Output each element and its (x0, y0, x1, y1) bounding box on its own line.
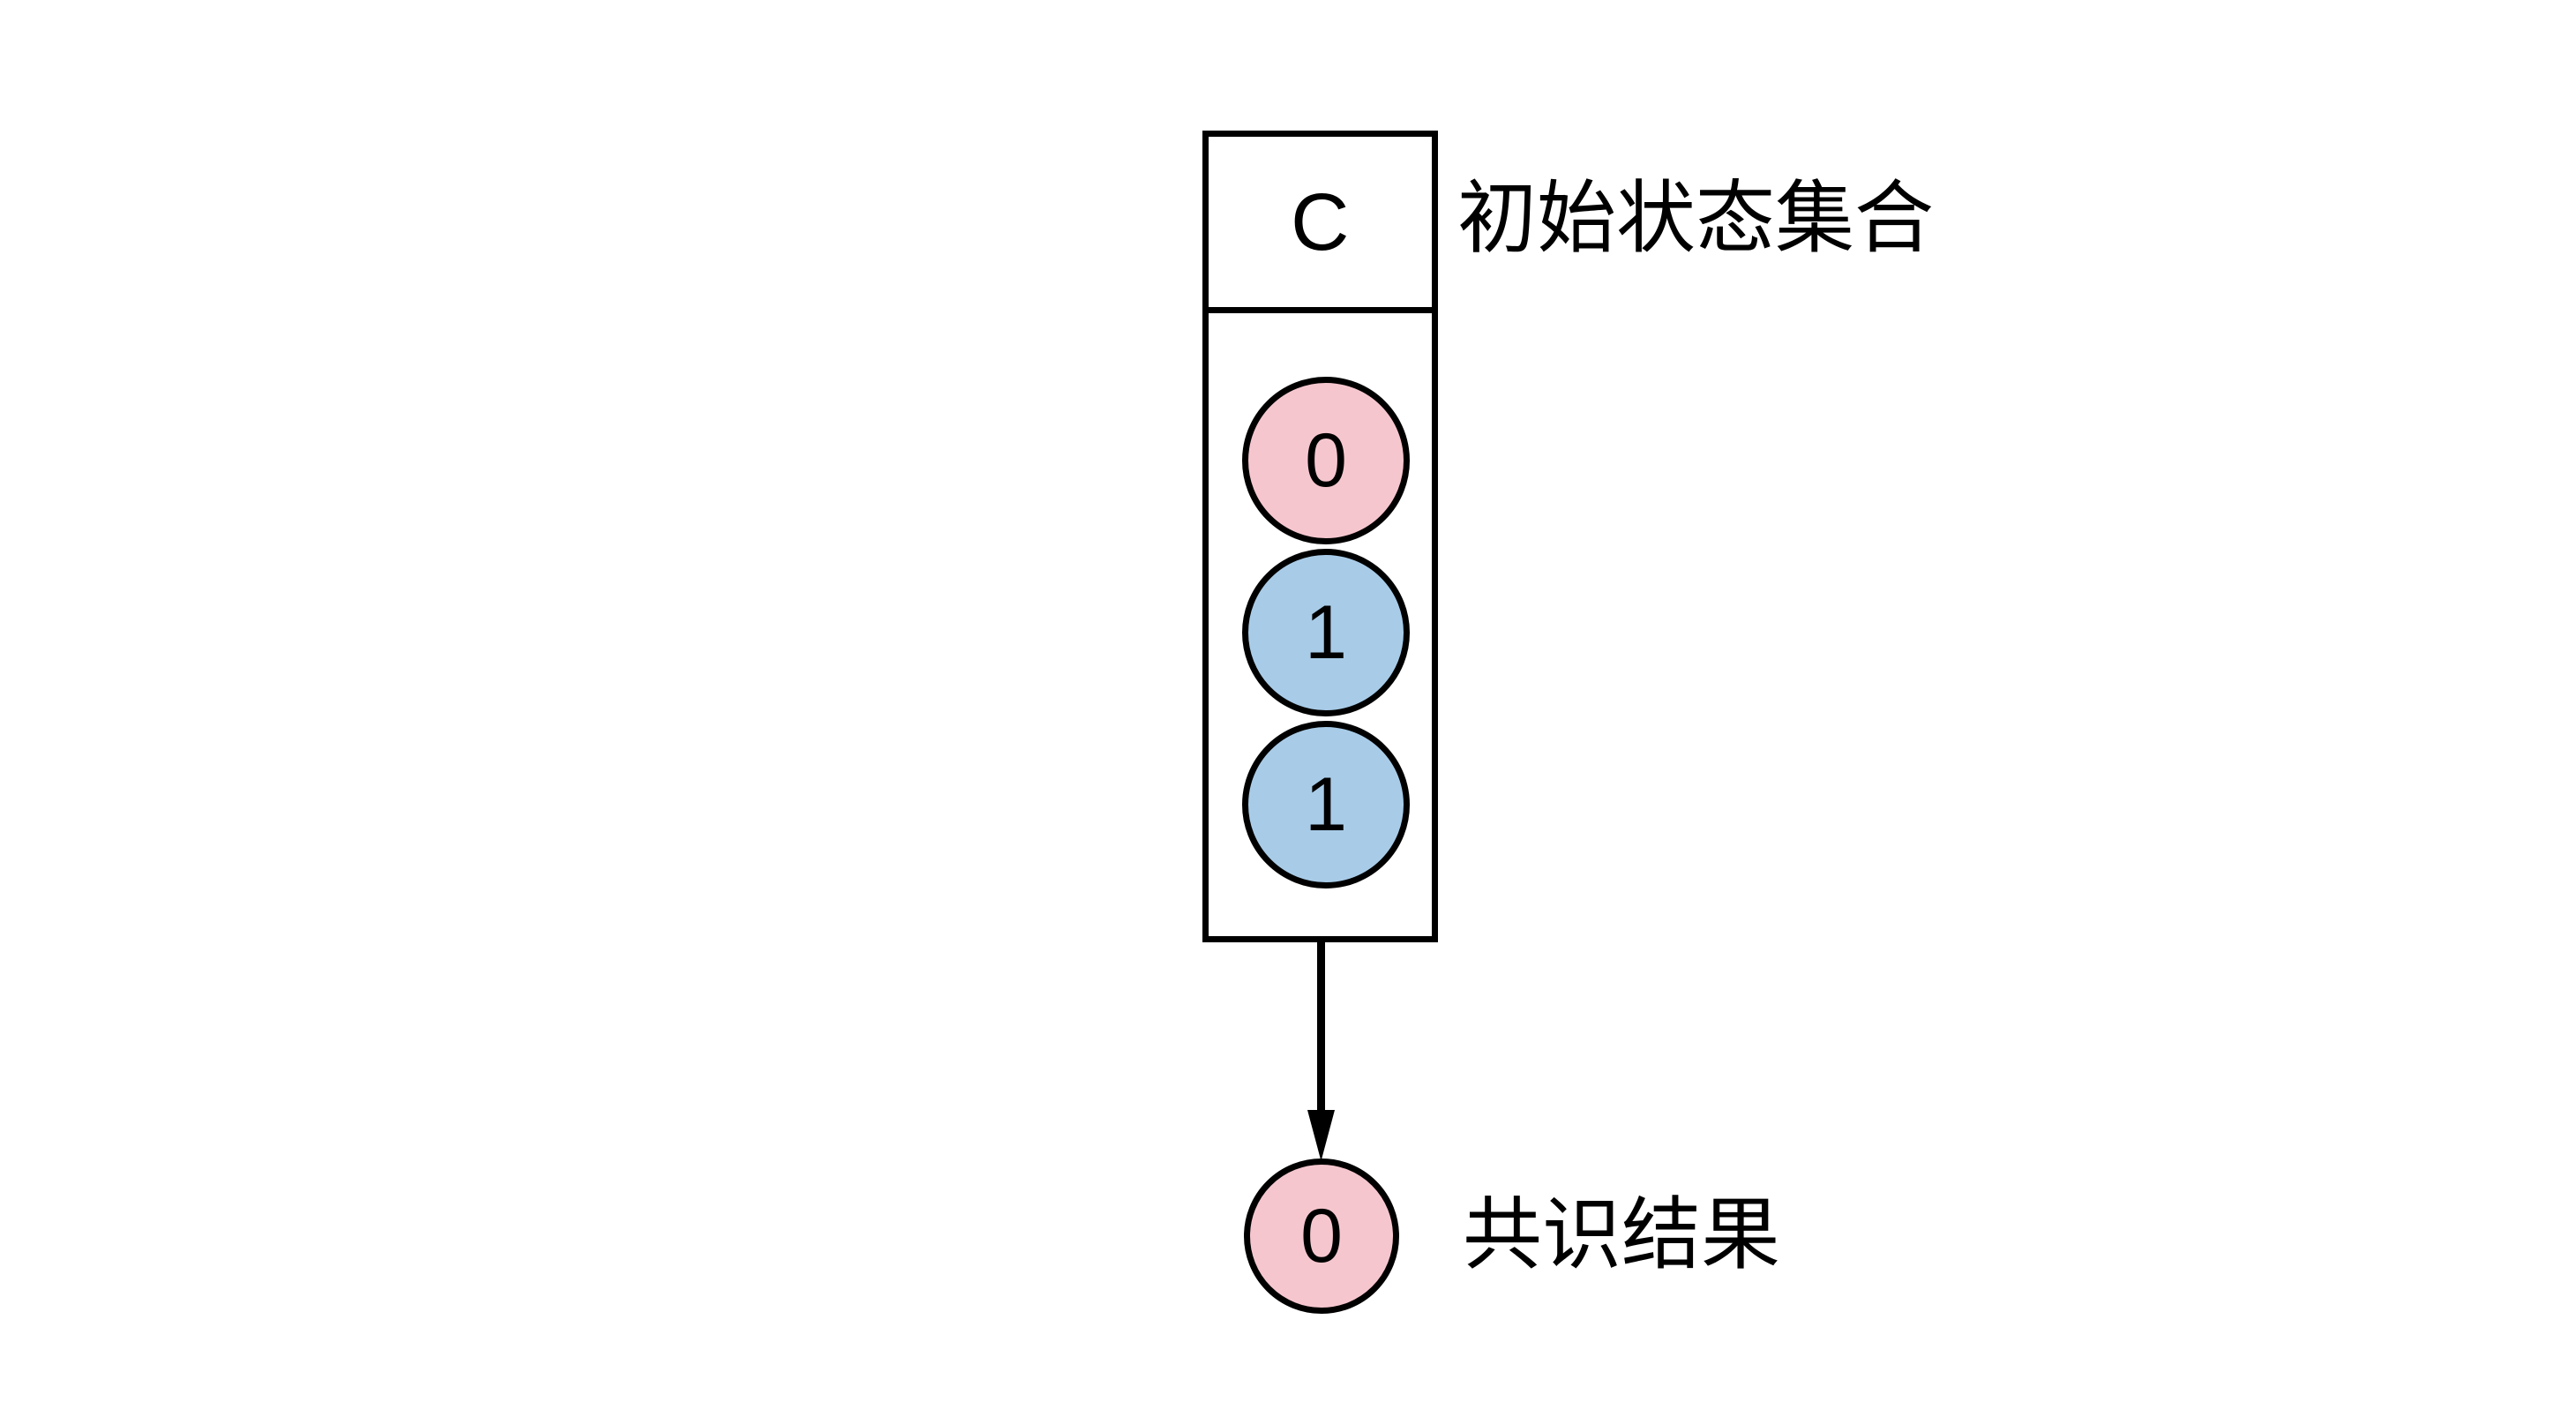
state-node-2: 1 (1242, 721, 1410, 888)
state-node-2-label: 1 (1305, 762, 1347, 847)
state-node-1-label: 1 (1305, 590, 1347, 675)
state-set-header: C (1209, 137, 1432, 313)
state-set-header-label: C (1291, 176, 1350, 267)
consensus-arrow (1307, 942, 1335, 1161)
state-set-body: 0 1 1 (1209, 313, 1432, 936)
initial-state-set-annotation: 初始状态集合 (1457, 175, 1934, 263)
state-node-1: 1 (1242, 549, 1410, 716)
state-node-0: 0 (1242, 377, 1410, 544)
state-node-0-label: 0 (1305, 418, 1347, 503)
initial-state-set-box: C 0 1 1 (1202, 131, 1438, 942)
consensus-result-node: 0 (1244, 1158, 1399, 1314)
consensus-result-annotation: 共识结果 (1463, 1191, 1780, 1279)
consensus-result-node-label: 0 (1300, 1194, 1343, 1278)
